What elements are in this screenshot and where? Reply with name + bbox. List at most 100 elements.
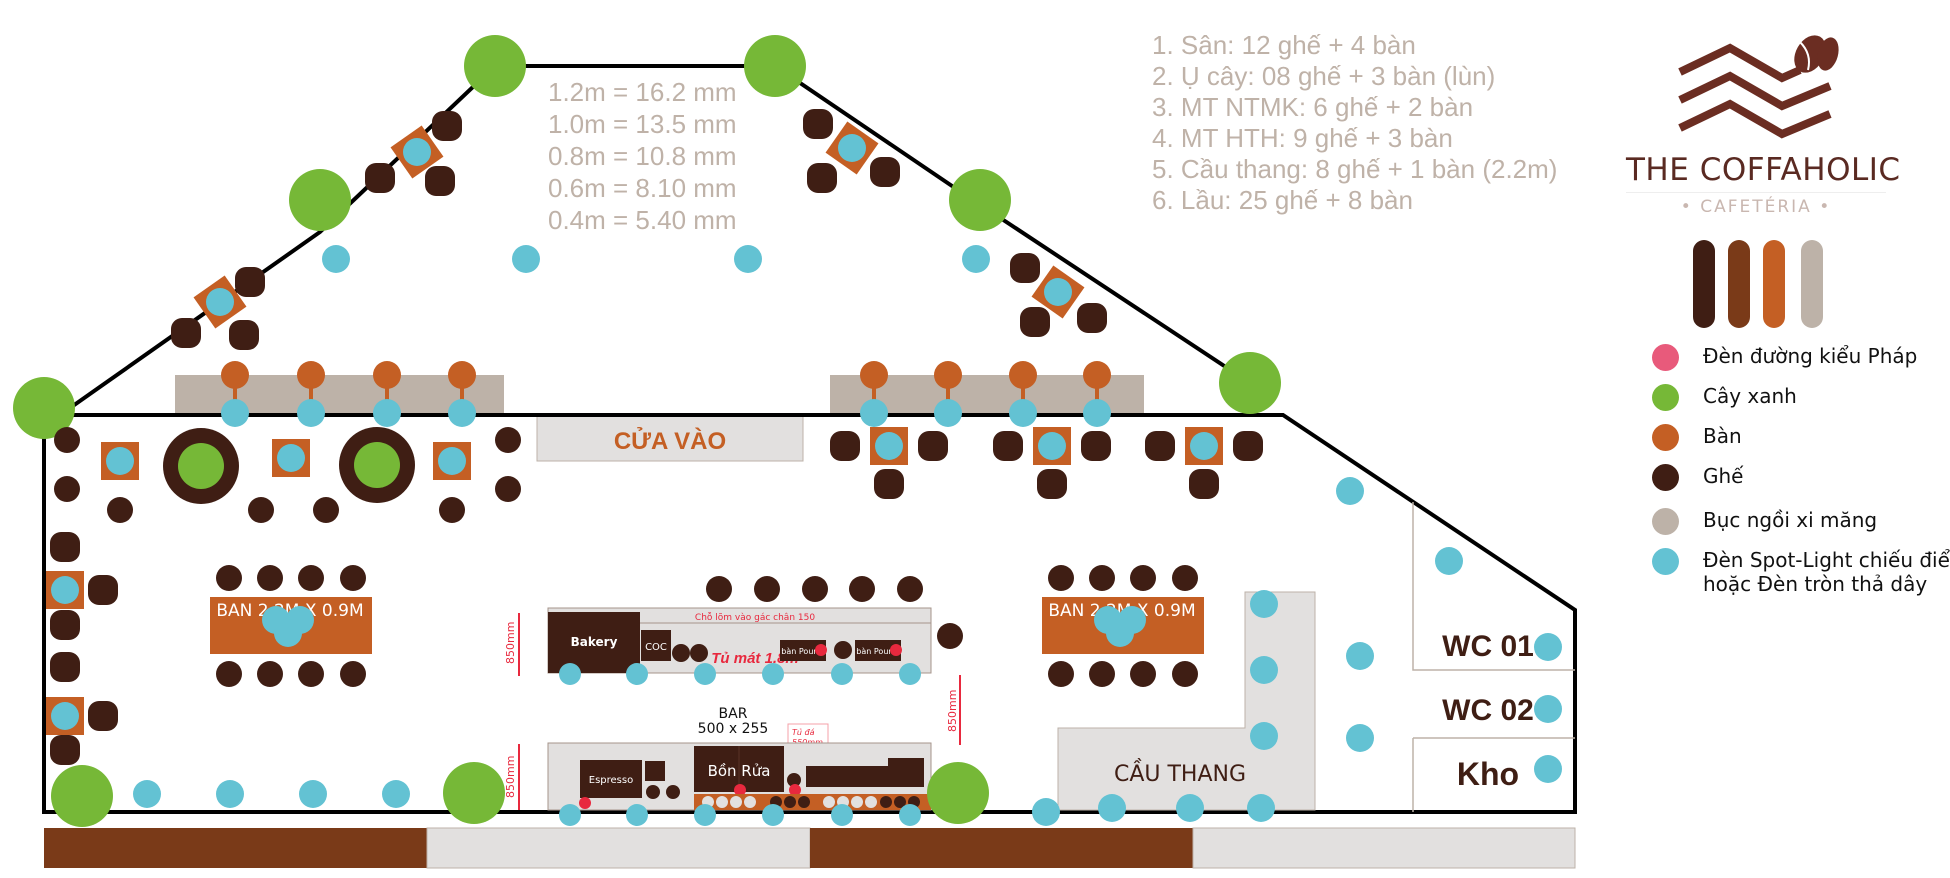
coc-station xyxy=(641,630,671,661)
coc-label: COC xyxy=(645,642,667,653)
spotlight xyxy=(831,663,853,685)
sink-lamp xyxy=(734,784,746,796)
sink-label: Bồn Rửa xyxy=(708,762,771,780)
spotlight xyxy=(1346,642,1374,670)
coldbrew-02 xyxy=(690,644,708,662)
spotlight xyxy=(1435,547,1463,575)
spotlight xyxy=(734,245,762,273)
spotlight xyxy=(1044,278,1072,306)
chair xyxy=(88,575,118,605)
spotlight xyxy=(403,138,431,166)
palette-swatch xyxy=(1801,240,1823,328)
bench-table xyxy=(934,361,962,389)
seating-note: 4. MT HTH: 9 ghế + 3 bàn xyxy=(1152,123,1453,153)
tree xyxy=(13,377,75,439)
brand-divider xyxy=(1626,192,1886,193)
legend-label: Bàn xyxy=(1703,424,1742,448)
chair xyxy=(1037,469,1067,499)
strip-segment-grey xyxy=(426,827,811,869)
bench-table xyxy=(860,361,888,389)
legend-item-spotlight: Đèn Spot-Light chiếu điểm hoặc Đèn tròn … xyxy=(1652,548,1950,596)
chair xyxy=(706,576,732,602)
pour-table-1 xyxy=(780,640,826,661)
spotlight xyxy=(1336,477,1364,505)
bar-label: BAR xyxy=(719,706,748,722)
scale-note: 1.0m = 13.5 mm xyxy=(548,109,737,139)
cup xyxy=(865,796,877,808)
chair xyxy=(807,163,837,193)
planter-tree xyxy=(354,442,400,488)
chair xyxy=(1048,661,1074,687)
palette-swatch xyxy=(1763,240,1785,328)
tree xyxy=(1219,352,1281,414)
espresso-side-box xyxy=(645,761,665,781)
spotlight xyxy=(1098,794,1126,822)
scale-notes: 1.2m = 16.2 mm 1.0m = 13.5 mm 0.8m = 10.… xyxy=(548,76,737,236)
spotlight xyxy=(51,702,79,730)
chair xyxy=(897,576,923,602)
seating-note: 2. Ụ cây: 08 ghế + 3 bàn (lùn) xyxy=(1152,61,1496,91)
stairs-label: CẦU THANG xyxy=(1114,759,1246,787)
chair xyxy=(439,497,465,523)
cup xyxy=(880,796,892,808)
spotlight xyxy=(831,804,853,826)
ice-box-label: Tủ đá xyxy=(792,727,815,737)
spotlight xyxy=(274,619,302,647)
tree xyxy=(51,765,113,827)
cup xyxy=(798,796,810,808)
spotlight xyxy=(297,399,325,427)
spotlight xyxy=(106,447,134,475)
spotlight xyxy=(962,245,990,273)
dim-label-bottom: 850mm xyxy=(504,756,517,798)
tree xyxy=(744,35,806,97)
chair xyxy=(754,576,780,602)
strip-segment-brown xyxy=(44,828,427,868)
grinder-01 xyxy=(646,785,660,799)
chair xyxy=(432,111,462,141)
strip-segment-grey xyxy=(1192,827,1576,869)
chair xyxy=(298,565,324,591)
chair xyxy=(216,661,242,687)
seating-note: 1. Sân: 12 ghế + 4 bàn xyxy=(1152,30,1416,60)
cup xyxy=(851,796,863,808)
chair xyxy=(1189,469,1219,499)
pour-lamp-2 xyxy=(890,644,902,656)
tree xyxy=(949,169,1011,231)
brand-subtitle: • CAFETÉRIA • xyxy=(1680,197,1832,217)
chair xyxy=(830,431,860,461)
chair xyxy=(1233,431,1263,461)
spotlight xyxy=(1250,656,1278,684)
legend-label: Bục ngồi xi măng xyxy=(1703,508,1878,532)
chair xyxy=(107,497,133,523)
spotlight xyxy=(1038,432,1066,460)
chair xyxy=(1145,431,1175,461)
h2o-dispenser xyxy=(787,773,801,787)
spotlight xyxy=(322,245,350,273)
chair xyxy=(54,476,80,502)
spotlight xyxy=(221,399,249,427)
grinder-03 xyxy=(834,641,852,659)
chair xyxy=(88,701,118,731)
seating-note: 3. MT NTMK: 6 ghế + 2 bàn xyxy=(1152,92,1474,122)
bench-table xyxy=(297,361,325,389)
legend-label: Đèn Spot-Light chiếu điểm hoặc Đèn tròn … xyxy=(1703,548,1950,596)
legend-label-line: Đèn Spot-Light chiếu điểm xyxy=(1703,548,1950,572)
chair xyxy=(50,532,80,562)
spotlight xyxy=(373,399,401,427)
spotlight xyxy=(1083,399,1111,427)
palette-swatch xyxy=(1693,240,1715,328)
chair xyxy=(54,427,80,453)
coldbrew-01 xyxy=(672,644,690,662)
cup xyxy=(744,796,756,808)
bench-table xyxy=(373,361,401,389)
chair xyxy=(1089,661,1115,687)
pour-lamp-1 xyxy=(815,644,827,656)
microwave xyxy=(888,758,924,787)
room-partitions xyxy=(1412,502,1575,812)
pour-table-2 xyxy=(855,640,901,661)
spotlight xyxy=(1106,619,1134,647)
bottom-strip xyxy=(44,827,1576,869)
spotlight xyxy=(438,447,466,475)
spotlight xyxy=(838,134,866,162)
